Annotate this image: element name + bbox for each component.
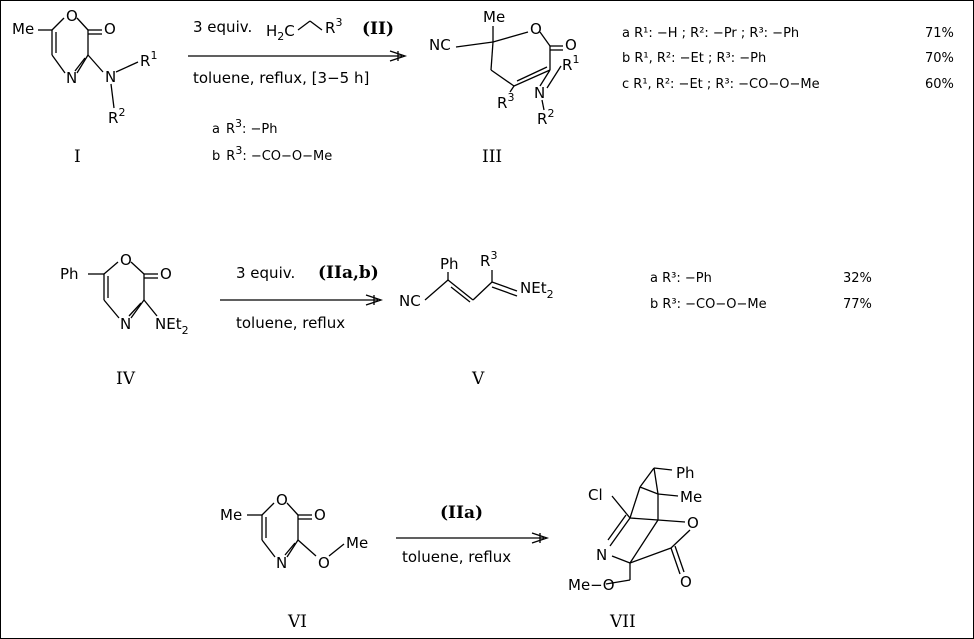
result-b-yield: 70%	[925, 51, 954, 66]
compound-VII: Cl Ph Me O N O Me−O VII	[568, 464, 702, 632]
label-IV: IV	[116, 369, 136, 389]
atom-n-ring: N	[120, 315, 131, 333]
atom-o-ring: O	[530, 20, 542, 38]
label-VII: VII	[609, 612, 636, 632]
atom-me: Me	[220, 506, 242, 524]
arrow2-equiv: 3 equiv.	[236, 264, 295, 282]
atom-n-amine: N	[534, 84, 545, 102]
label-VI: VI	[287, 612, 307, 632]
atom-r2: R2	[108, 106, 125, 127]
atom-r3: R3	[480, 249, 497, 270]
atom-o-methoxy: O	[318, 554, 330, 572]
arrow3-reagent-label: (IIa)	[440, 503, 483, 523]
atom-meo: Me−O	[568, 576, 615, 594]
atom-o-ring: O	[687, 514, 699, 532]
compound-V: Ph NC R3 NEt2 V	[399, 249, 554, 389]
atom-o-carbonyl: O	[314, 506, 326, 524]
label-I: I	[74, 147, 81, 167]
result-a-text: a R¹: −H ; R²: −Pr ; R³: −Ph	[622, 26, 799, 41]
atom-n: N	[596, 546, 607, 564]
atom-me2: Me	[346, 534, 368, 552]
arrow1-conditions: toluene, reflux, [3−5 h]	[193, 69, 369, 87]
atom-r1: R1	[562, 53, 579, 74]
atom-nc: NC	[429, 36, 451, 54]
atom-me: Me	[12, 20, 34, 38]
atom-ph: Ph	[676, 464, 695, 482]
atom-o-carbonyl: O	[104, 20, 116, 38]
atom-net: NEt2	[155, 315, 189, 337]
label-V: V	[471, 369, 485, 389]
compound-IV: Ph O O N NEt2 IV	[60, 251, 189, 389]
arrow1-reagent-label: (II)	[362, 19, 394, 39]
atom-o-carbonyl: O	[565, 36, 577, 54]
compound-VI: Me O O N O Me VI	[220, 491, 368, 632]
label-III: III	[482, 147, 502, 167]
atom-nc: NC	[399, 292, 421, 310]
atom-r3: R3	[497, 91, 514, 112]
arrow1-equiv: 3 equiv.	[193, 18, 252, 36]
atom-o-ring: O	[66, 7, 78, 25]
result-a-yield: 32%	[843, 271, 872, 286]
atom-o-carbonyl: O	[160, 265, 172, 283]
atom-cl: Cl	[588, 486, 603, 504]
atom-n-ring: N	[276, 554, 287, 572]
arrow1-r3: R3	[325, 16, 342, 37]
atom-ph: Ph	[440, 255, 459, 273]
results-2: a R³: −Ph 32% b R³: −CO−O−Me 77%	[650, 271, 872, 312]
atom-me: Me	[483, 8, 505, 26]
result-c-yield: 60%	[925, 77, 954, 92]
arrow-2: 3 equiv. (IIa,b) toluene, reflux	[220, 263, 384, 332]
atom-r2: R2	[537, 107, 554, 128]
atom-n-amine: N	[105, 68, 116, 86]
atom-me: Me	[680, 488, 702, 506]
result-b-text: b R¹, R²: −Et ; R³: −Ph	[622, 51, 766, 66]
atom-net: NEt2	[520, 279, 554, 301]
result-b-text: b R³: −CO−O−Me	[650, 297, 767, 312]
results-1: a R¹: −H ; R²: −Pr ; R³: −Ph 71% b R¹, R…	[622, 26, 954, 92]
compound-III: Me NC O O N R1 R2 R3 III	[429, 8, 579, 167]
result-a-text: a R³: −Ph	[650, 271, 712, 286]
atom-o-ring: O	[276, 491, 288, 509]
arrow-3: (IIa) toluene, reflux	[396, 503, 550, 566]
arrow3-conditions: toluene, reflux	[402, 548, 511, 566]
result-c-text: c R¹, R²: −Et ; R³: −CO−O−Me	[622, 77, 820, 92]
atom-o-ring: O	[120, 251, 132, 269]
compound-I: Me O O N N R1 R2 I	[12, 7, 157, 167]
result-a-yield: 71%	[925, 26, 954, 41]
arrow2-reagent-label: (IIa,b)	[318, 263, 379, 283]
atom-ph: Ph	[60, 265, 79, 283]
result-b-yield: 77%	[843, 297, 872, 312]
arrow2-conditions: toluene, reflux	[236, 314, 345, 332]
arrow1-reagent: H2C	[266, 22, 295, 43]
atom-o-carbonyl: O	[680, 573, 692, 591]
atom-n-ring: N	[66, 69, 77, 87]
arrow-1: 3 equiv. H2C R3 (II) toluene, reflux, [3…	[188, 16, 408, 87]
atom-r1: R1	[140, 49, 157, 70]
